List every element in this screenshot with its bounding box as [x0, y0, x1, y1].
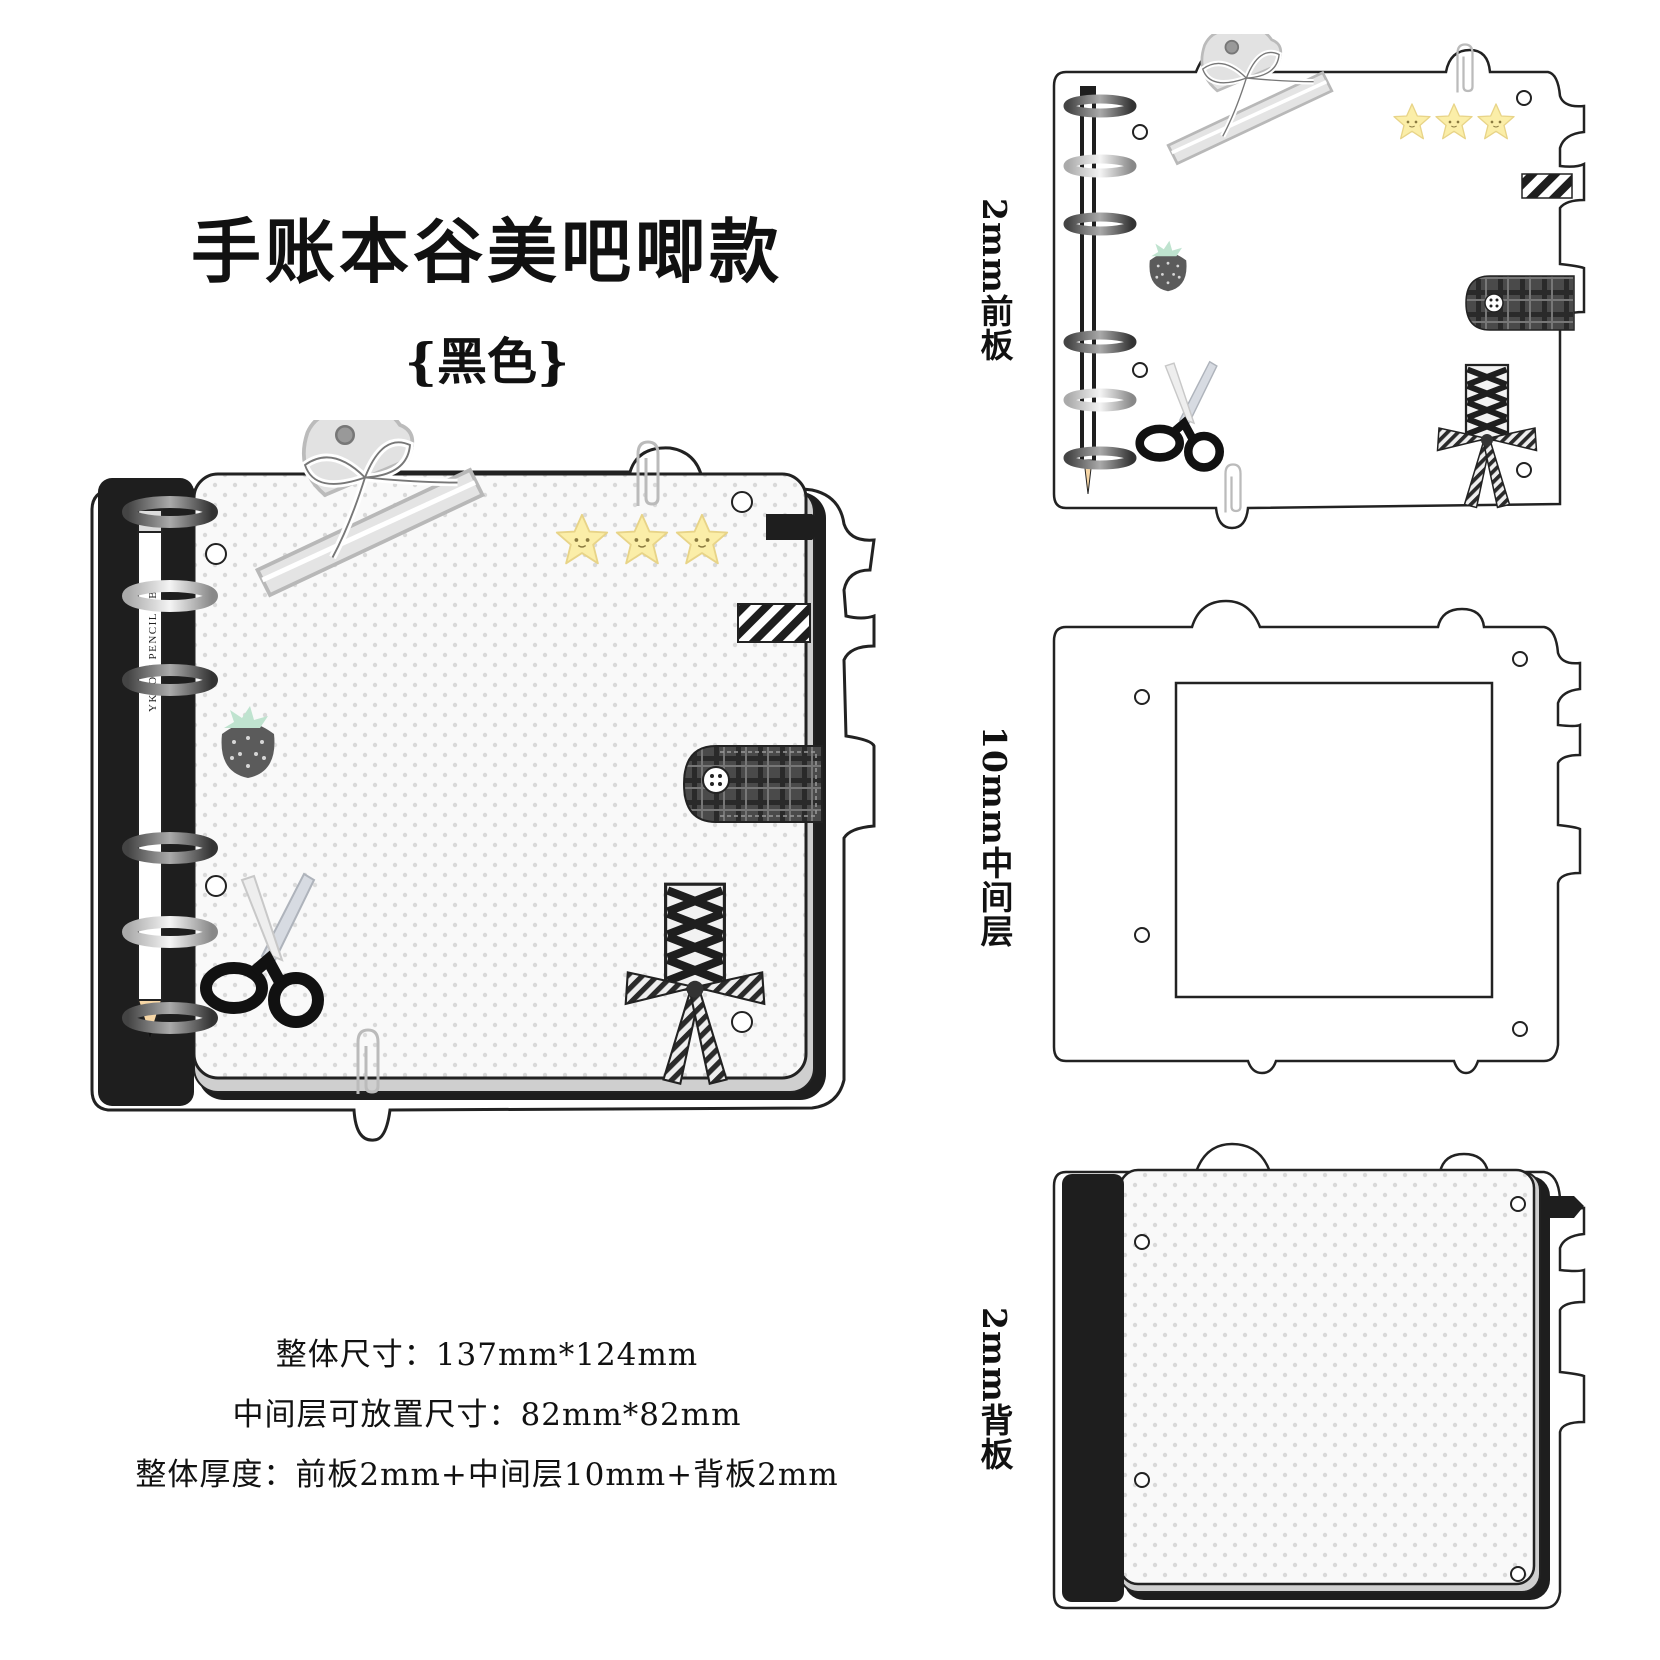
- plaid-strap-icon: [682, 745, 823, 823]
- plaid-strap-icon: [1465, 275, 1575, 331]
- black-tab-icon: [766, 514, 826, 540]
- black-tab-icon: [1544, 1196, 1584, 1218]
- front-board-holes: [1132, 90, 1532, 478]
- middle-layer-holes: [1134, 651, 1528, 1037]
- pencil-text: YKLOW PENCIL HB: [147, 590, 159, 712]
- binder-rings: [122, 496, 218, 1034]
- middle-layer-window: [1174, 681, 1494, 999]
- back-board-spine: [1062, 1174, 1124, 1602]
- front-board-rings: [1063, 94, 1137, 470]
- spec-overall-size: 整体尺寸：137mm*124mm: [275, 1337, 699, 1373]
- middle-layer-illustration: [1052, 599, 1582, 1075]
- layer-label-front: 2mm前板: [975, 198, 1014, 362]
- spec-thickness: 整体厚度：前板2mm+中间层10mm+背板2mm: [135, 1457, 839, 1493]
- back-board-dotted-paper: [1118, 1168, 1536, 1586]
- front-board-pencil-icon: [1080, 86, 1096, 495]
- button-icon: [1484, 293, 1504, 313]
- assembled-notebook-illustration: YKLOW PENCIL HB: [90, 440, 876, 1142]
- front-board-illustration: [1052, 40, 1586, 530]
- button-icon: [702, 766, 730, 794]
- binding-holes: [205, 491, 753, 1033]
- back-board-holes: [1134, 1196, 1526, 1582]
- layer-label-back: 2mm背板: [975, 1307, 1014, 1471]
- layer-label-middle: 10mm中间层: [975, 726, 1014, 948]
- page-title: 手账本谷美吧唧款: [191, 210, 783, 293]
- back-board-illustration: [1052, 1142, 1586, 1610]
- spec-middle-size: 中间层可放置尺寸：82mm*82mm: [232, 1397, 742, 1433]
- striped-tab-icon: [737, 603, 811, 643]
- striped-tab-icon: [1521, 173, 1573, 199]
- color-variant-label: {黑色}: [404, 332, 570, 391]
